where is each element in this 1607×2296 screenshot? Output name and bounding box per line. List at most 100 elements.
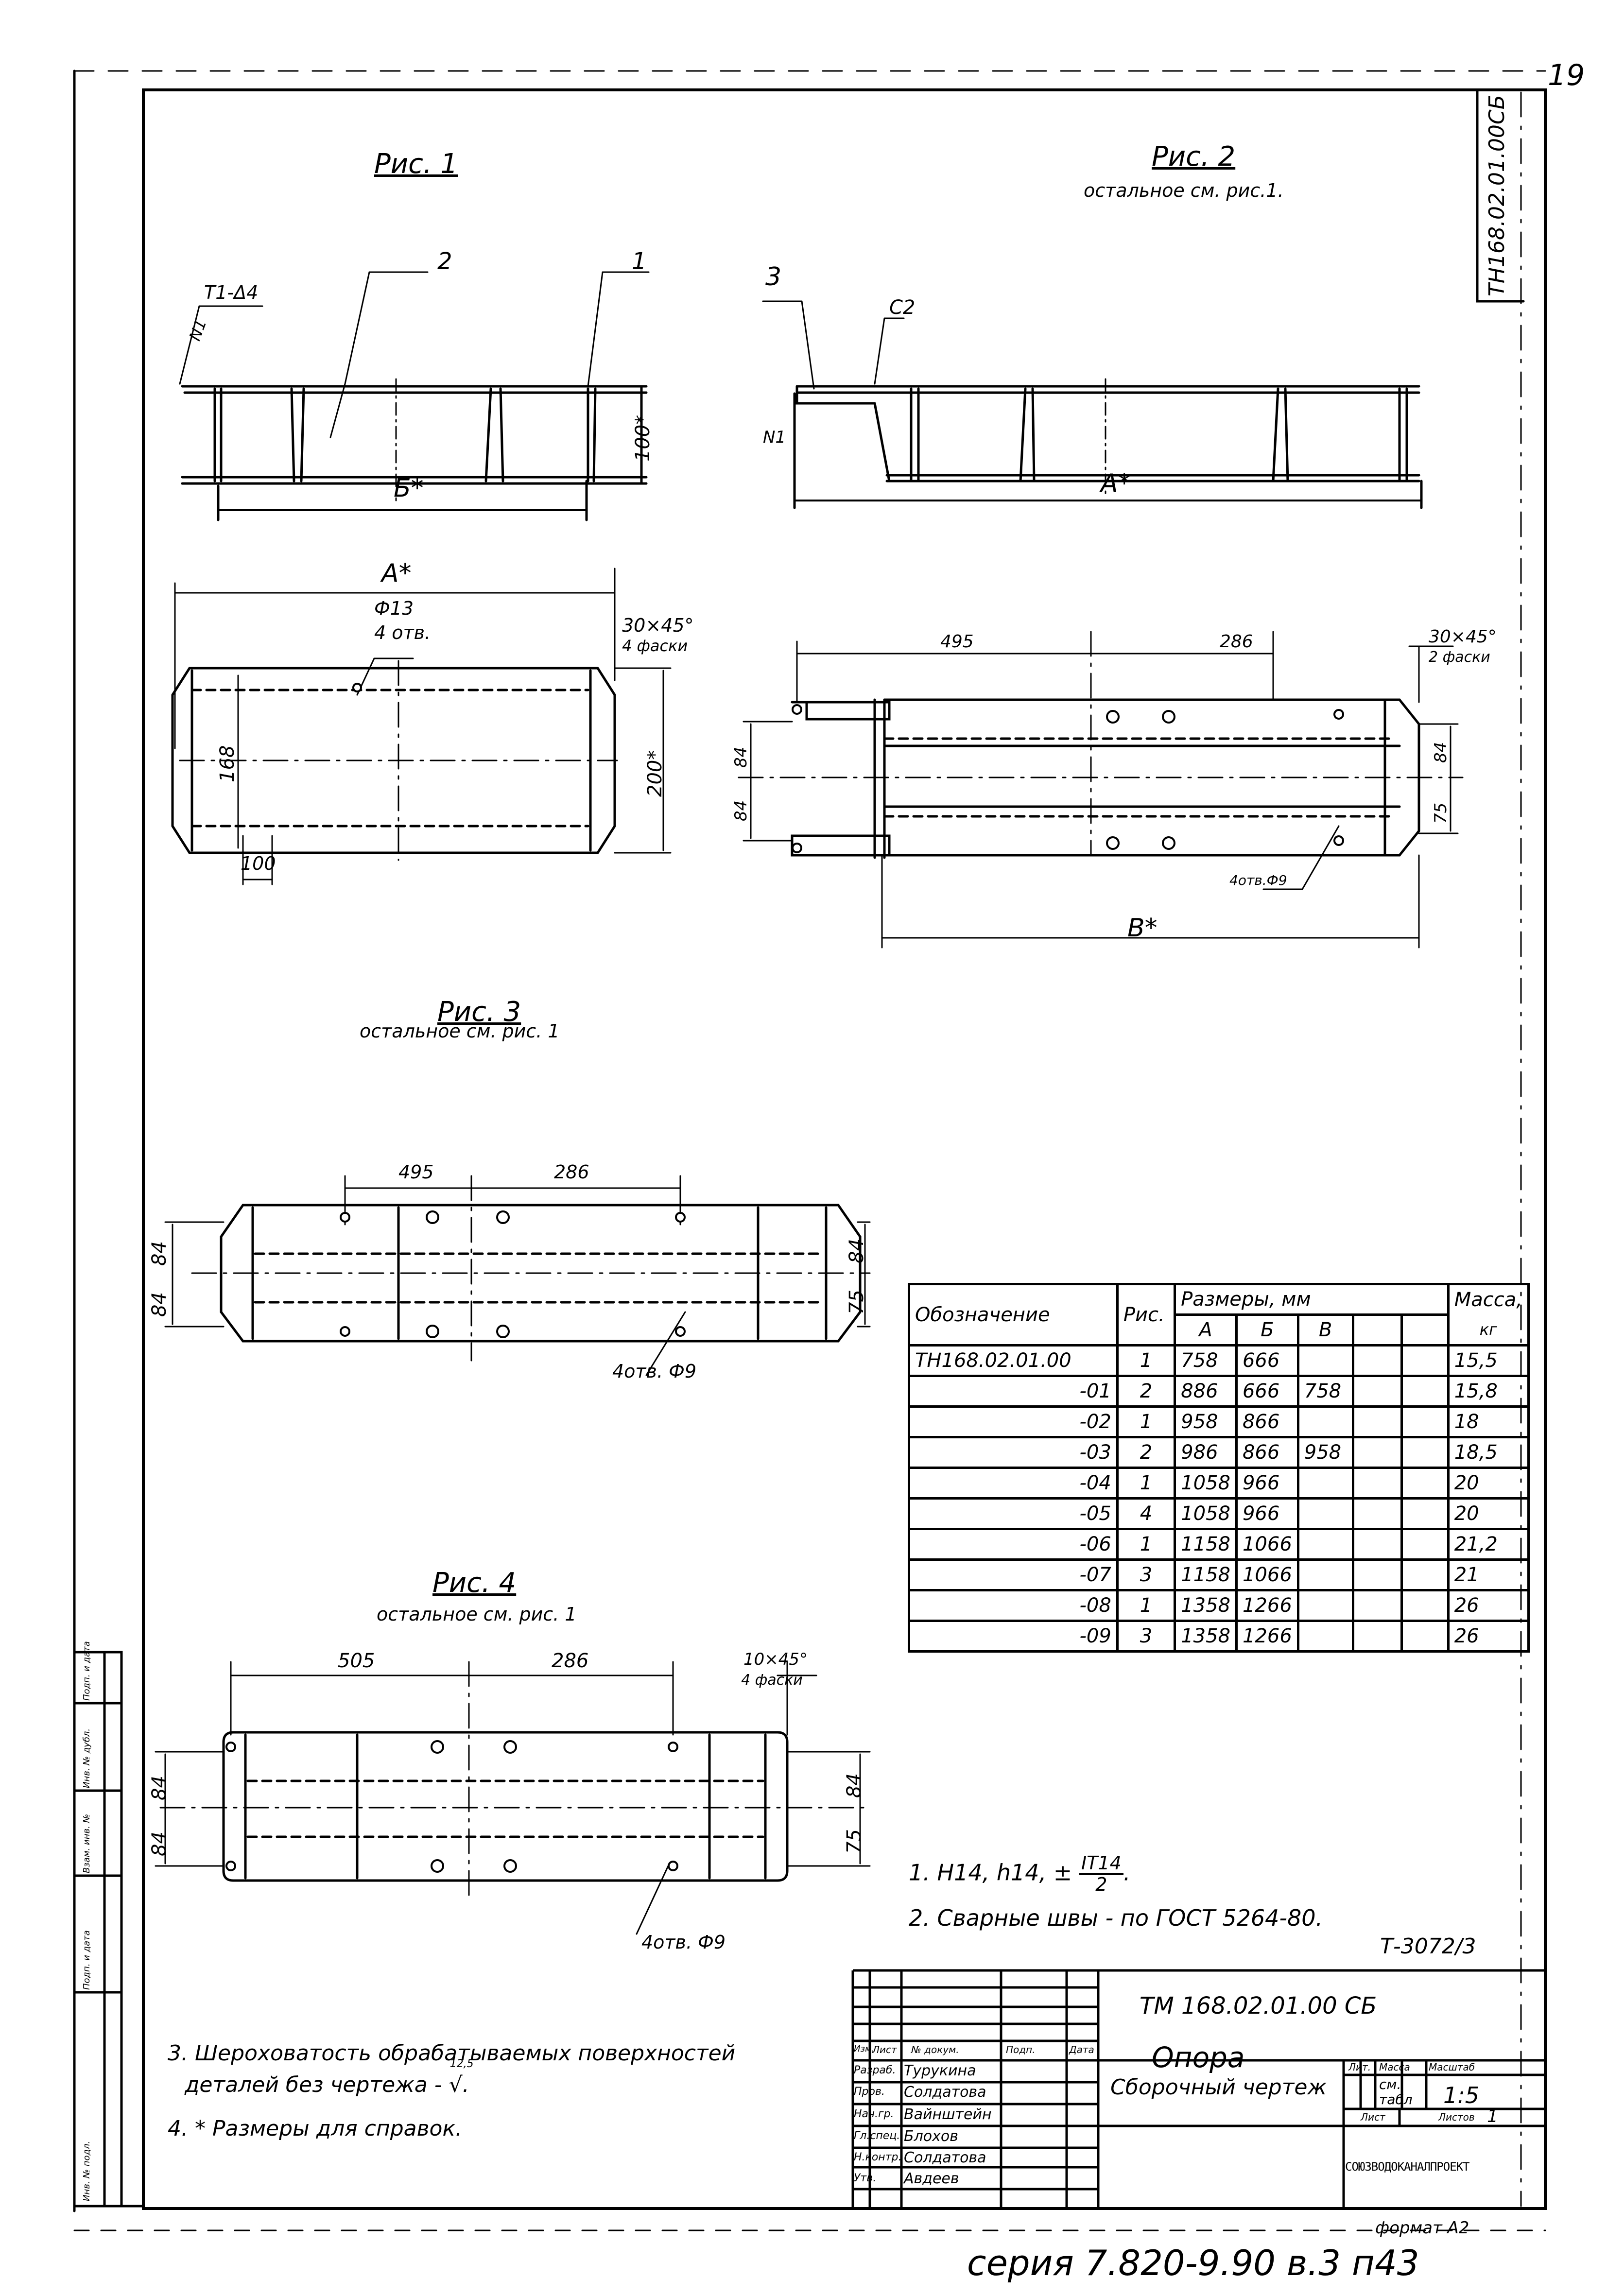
- side-stamp-cell: Инв. № дубл.: [82, 1728, 92, 1788]
- series-note: серия 7.820-9.90 в.3 п43: [967, 2243, 1419, 2283]
- table-header-row: Обозначение Рис. Размеры, мм Масса,: [908, 1283, 1530, 1347]
- cell-designation: -04: [908, 1467, 1119, 1500]
- cell-v: [1296, 1467, 1354, 1500]
- fig3-holes: 4отв. Ф9: [612, 1361, 697, 1382]
- header-v: В: [1296, 1313, 1354, 1347]
- tb-role: Утв.: [854, 2172, 877, 2184]
- cell-fig: 2: [1116, 1436, 1176, 1469]
- tb-col-izm: Изм.: [854, 2044, 875, 2054]
- format-label: формат А2: [1375, 2218, 1469, 2238]
- cell-v: [1296, 1620, 1354, 1653]
- tb-mass-label: Масса: [1379, 2061, 1410, 2073]
- cell-empty: [1400, 1558, 1450, 1591]
- cell-fig: 1: [1116, 1467, 1176, 1500]
- fig2-title: Рис. 2: [1152, 141, 1236, 173]
- cell-designation: -09: [908, 1620, 1119, 1653]
- tb-role: Пров.: [854, 2086, 885, 2098]
- fig4-chamfer: 10×45°: [743, 1650, 808, 1669]
- header-a: А: [1174, 1313, 1238, 1347]
- tb-lit-label: Лит.: [1348, 2061, 1371, 2073]
- tb-role: Н.контр.: [854, 2151, 902, 2163]
- cell-designation: -05: [908, 1497, 1119, 1530]
- cell-empty: [1400, 1375, 1450, 1408]
- table-subheader-row: А Б В кг: [909, 1313, 1530, 1347]
- cell-a: 958: [1174, 1405, 1238, 1438]
- cell-mass: 26: [1447, 1620, 1530, 1653]
- fig1-plan-hole-count: 4 отв.: [374, 622, 431, 643]
- tb-mass-value: см. табл: [1379, 2076, 1413, 2107]
- cell-v: 758: [1296, 1375, 1354, 1408]
- fig1-weld-symbol: Т1-Δ4: [204, 282, 259, 303]
- cell-b: 966: [1235, 1497, 1299, 1530]
- fig2-callout-c2: С2: [889, 296, 916, 319]
- cell-v: [1296, 1405, 1354, 1438]
- header-mass: Масса,: [1447, 1283, 1530, 1315]
- cell-designation: -02: [908, 1405, 1119, 1438]
- tb-role: Разраб.: [854, 2064, 896, 2076]
- cell-a: 886: [1174, 1375, 1238, 1408]
- cell-empty: [1351, 1436, 1403, 1469]
- fig3-right-top: 84: [846, 1239, 868, 1263]
- cell-b: 666: [1235, 1375, 1299, 1408]
- fig4-subtitle: остальное см. рис. 1: [377, 1604, 577, 1625]
- header-dims: Размеры, мм: [1174, 1283, 1450, 1315]
- roughness-value: 12,5: [449, 2058, 474, 2070]
- cell-designation: -08: [908, 1589, 1119, 1622]
- tb-person: Солдатова: [904, 2084, 986, 2101]
- fig2-plan-left-top: 84: [731, 746, 751, 768]
- cell-b: 1266: [1235, 1620, 1299, 1653]
- note-4: 4. * Размеры для справок.: [168, 2116, 463, 2141]
- tb-sheets-label: Листов: [1438, 2111, 1475, 2123]
- cell-v: [1296, 1497, 1354, 1530]
- cell-fig: 1: [1116, 1589, 1176, 1622]
- cell-empty: [1351, 1344, 1403, 1377]
- title-doc-type: Сборочный чертеж: [1110, 2075, 1327, 2100]
- note-3-line1: 3. Шероховатость обрабатываемых поверхно…: [168, 2041, 736, 2066]
- cell-fig: 3: [1116, 1558, 1176, 1591]
- cell-mass: 15,5: [1447, 1344, 1530, 1377]
- title-name: Опора: [1152, 2041, 1245, 2074]
- cell-b: 866: [1235, 1405, 1299, 1438]
- fig2-plan-d2: 286: [1220, 632, 1253, 652]
- title-doc-code: ТМ 168.02.01.00 СБ: [1140, 1992, 1377, 2020]
- fig2-callout-3: 3: [765, 262, 782, 292]
- cell-designation: -07: [908, 1558, 1119, 1591]
- note-3-text: деталей без чертежа -: [185, 2072, 442, 2097]
- cell-empty: [1351, 1558, 1403, 1591]
- cell-fig: 1: [1116, 1528, 1176, 1561]
- note-1: 1. Н14, h14, ± IT14 2 .: [909, 1852, 1131, 1895]
- fig3-left-top: 84: [148, 1241, 171, 1266]
- cell-b: 966: [1235, 1467, 1299, 1500]
- fig2-plan-d1: 495: [940, 632, 974, 652]
- cell-empty: [1351, 1405, 1403, 1438]
- side-stamp-cell: Подп. и дата: [82, 1930, 92, 1990]
- note-2: 2. Сварные швы - по ГОСТ 5264-80.: [909, 1905, 1323, 1931]
- cell-empty: [1400, 1436, 1450, 1469]
- fig3-d1: 495: [398, 1161, 434, 1183]
- cell-empty: [1400, 1405, 1450, 1438]
- tb-sheets-value: 1: [1487, 2106, 1498, 2126]
- cell-mass: 20: [1447, 1467, 1530, 1500]
- fig2-plan-right-top: 84: [1431, 742, 1451, 763]
- cell-v: [1296, 1558, 1354, 1591]
- fig3-right-bottom: 75: [846, 1290, 868, 1314]
- cell-b: 866: [1235, 1436, 1299, 1469]
- fig1-callout-2: 2: [437, 248, 452, 275]
- fig3-subtitle: остальное см. рис. 1: [360, 1020, 560, 1042]
- cell-a: 1058: [1174, 1497, 1238, 1530]
- side-stamp-cell: Подп. и дата: [82, 1641, 92, 1701]
- fig1-title: Рис. 1: [374, 148, 458, 180]
- note-3-line2: деталей без чертежа - 12,5 √ .: [185, 2058, 474, 2097]
- side-stamp-cell: Инв. № подл.: [82, 2141, 92, 2201]
- fig2-plan-left-bottom: 84: [731, 800, 751, 821]
- archive-number: Т-3072/3: [1380, 1934, 1476, 1959]
- fig1-plan-inner: 168: [216, 745, 239, 782]
- cell-fig: 1: [1116, 1405, 1176, 1438]
- tb-role: Нач.гр.: [854, 2108, 894, 2120]
- fig4-left-top: 84: [148, 1776, 171, 1800]
